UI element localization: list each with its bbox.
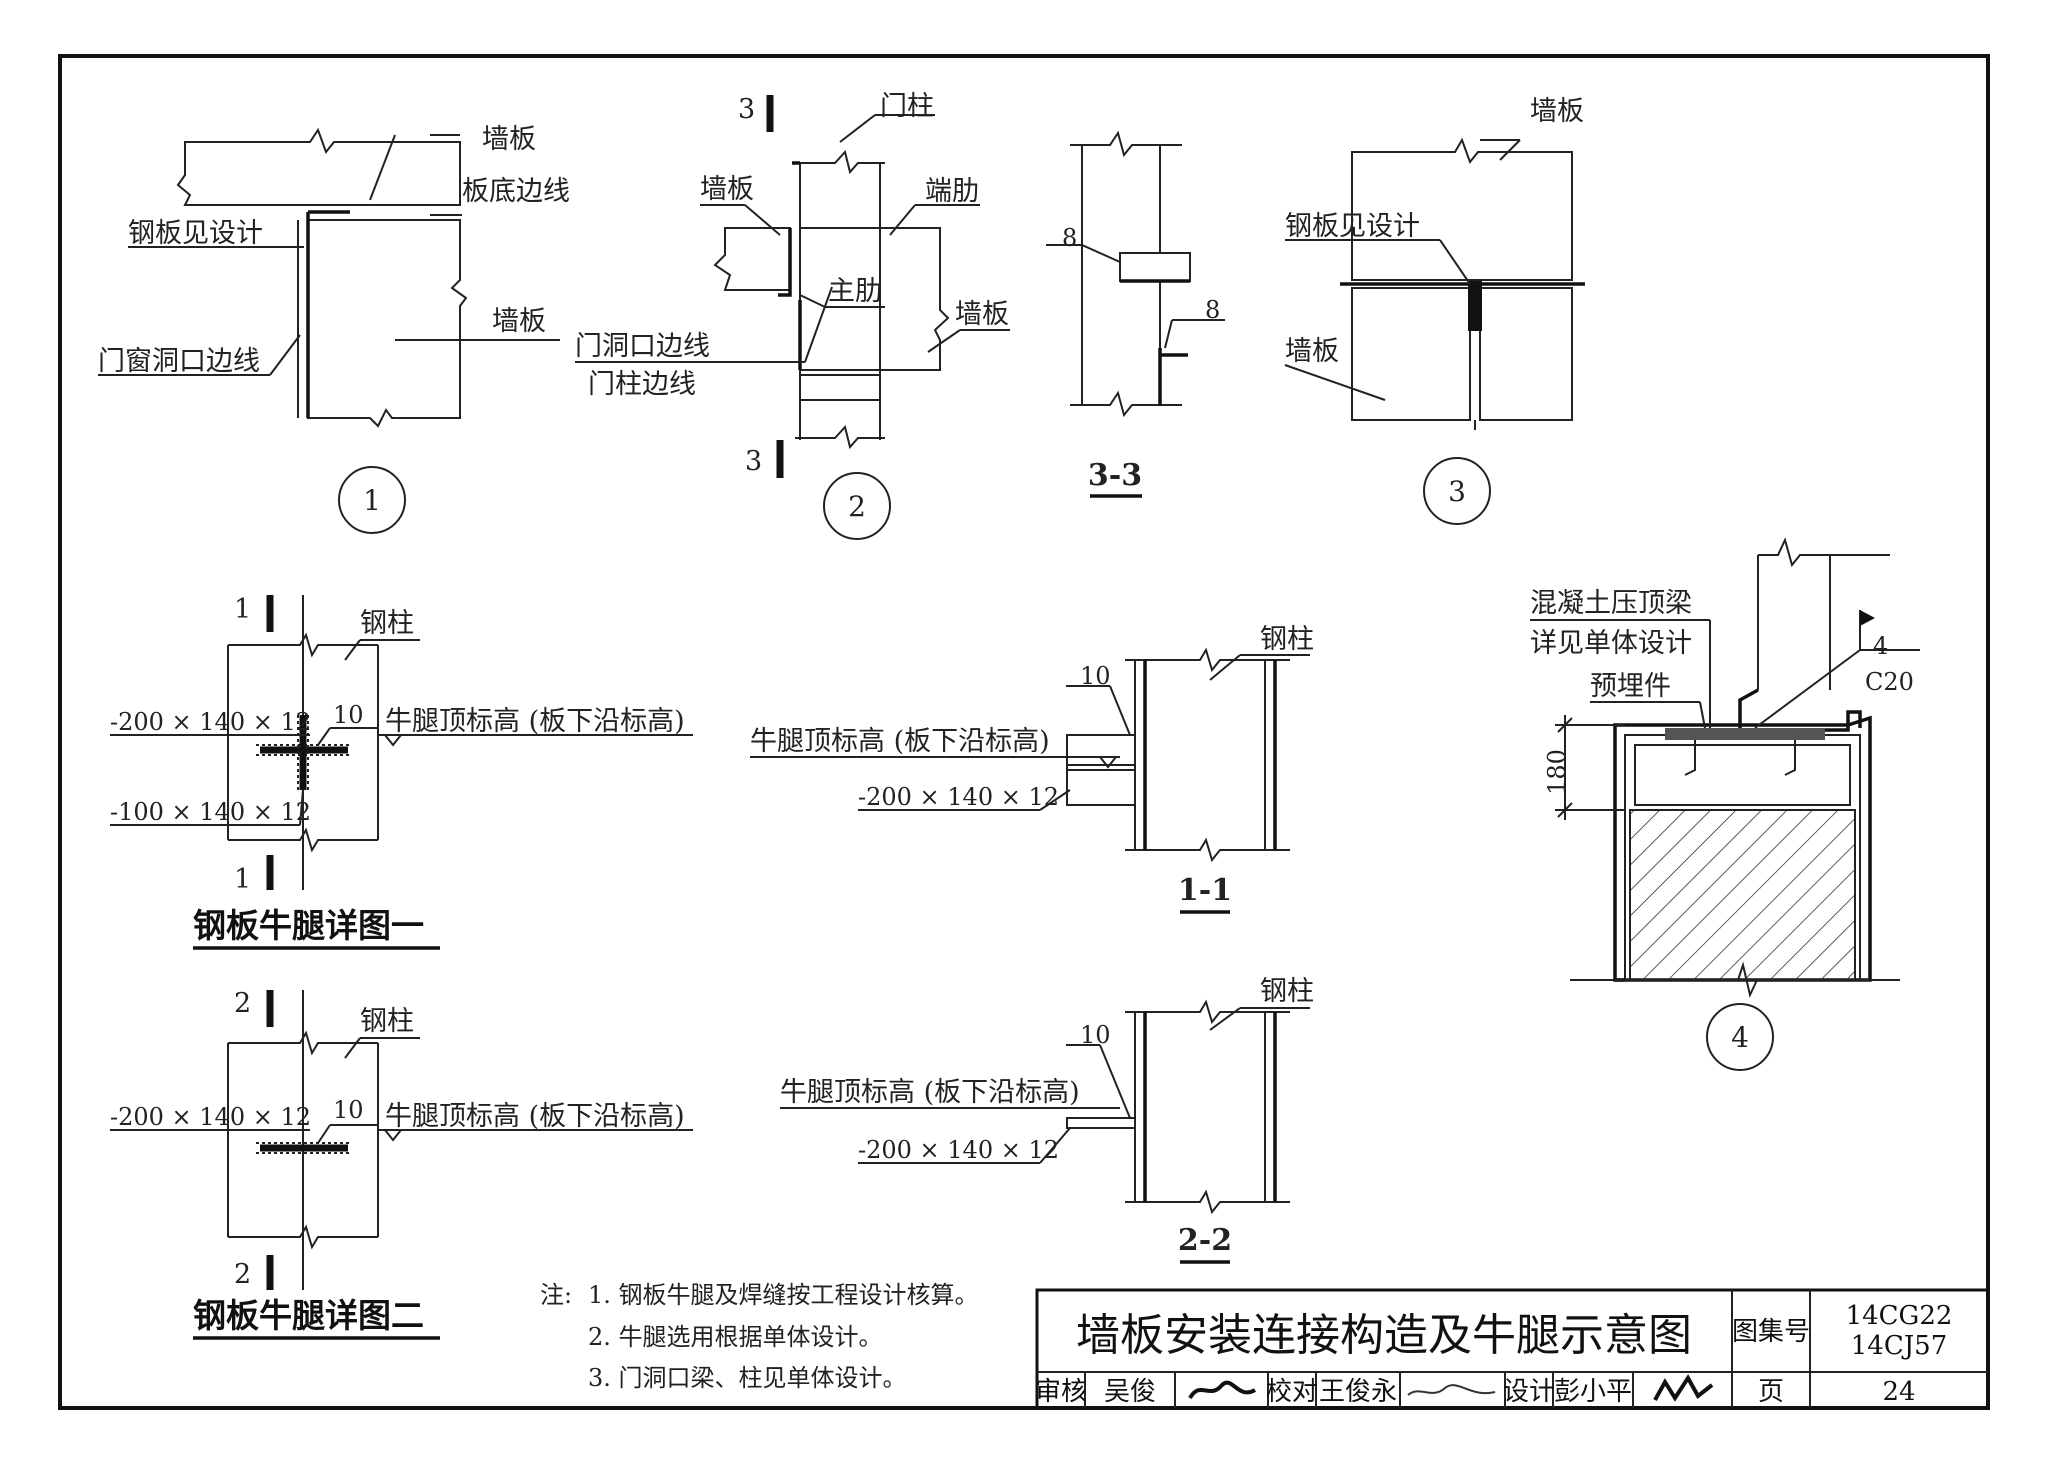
sheet-title: 墙板安装连接构造及牛腿示意图: [1076, 1310, 1692, 1361]
c2-title: 钢板牛腿详图二: [193, 1296, 424, 1335]
s22-title: 2-2: [1178, 1223, 1232, 1258]
s33-title: 3-3: [1088, 458, 1142, 493]
title-block: 墙板安装连接构造及牛腿示意图 图集号 14CG22 14CJ57 审核 吴俊 校…: [1035, 1288, 1990, 1410]
c1-elevation-label: 牛腿顶标高 (板下沿标高): [385, 706, 685, 737]
d2-section-mark-top: 3: [738, 94, 755, 125]
d2-wall-panel-left-label: 墙板: [700, 174, 754, 205]
d2-end-rib-label: 端肋: [925, 176, 979, 207]
d4-weld-size: 4: [1873, 632, 1888, 660]
d2-door-post-edge-label: 门柱边线: [588, 369, 696, 400]
d3-wall-panel-top-label: 墙板: [1530, 96, 1584, 127]
s11-plate-label: -200 × 140 × 12: [858, 783, 1059, 811]
d4-see-design-label: 详见单体设计: [1530, 628, 1692, 659]
d3-wall-panel-bottom-label: 墙板: [1285, 336, 1339, 367]
c1-section-mark-bottom: 1: [234, 864, 251, 895]
detail-4-number: 4: [1731, 1021, 1749, 1054]
d1-wall-panel-label: 墙板: [492, 306, 546, 337]
page-number: 24: [1882, 1377, 1915, 1407]
checker-signature: [1407, 1384, 1496, 1396]
c1-plate-a-label: -200 × 140 × 12: [110, 708, 311, 736]
page-label: 页: [1758, 1377, 1784, 1407]
corbel-detail-2: 2 2 钢柱 -200 × 140 × 12 10 牛腿顶标高 (板下沿标高) …: [110, 988, 693, 1340]
c2-section-mark-bottom: 2: [234, 1259, 251, 1290]
d3-steel-plate-label: 钢板见设计: [1285, 211, 1420, 242]
d4-height-dim: 180: [1543, 749, 1571, 795]
c1-weld-size: 10: [333, 701, 364, 729]
detail-1-marker: [338, 466, 406, 534]
detail-2-number: 2: [848, 490, 866, 523]
s11-elevation-label: 牛腿顶标高 (板下沿标高): [750, 726, 1050, 757]
s11-steel-column-label: 钢柱: [1260, 624, 1314, 655]
c2-steel-column-label: 钢柱: [360, 1006, 414, 1037]
s22-weld-size: 10: [1080, 1021, 1111, 1049]
s33-weld-size-2: 8: [1205, 296, 1220, 324]
reviewer-name: 吴俊: [1104, 1377, 1156, 1407]
section-3-3: 8 8 3-3: [1046, 130, 1225, 498]
sheet-border: [58, 54, 1990, 1410]
review-label: 审核: [1035, 1377, 1087, 1407]
d2-main-rib-label: 主肋: [828, 276, 882, 307]
s33-weld-size-1: 8: [1062, 224, 1077, 252]
c1-plate-b-label: -100 × 140 × 12: [110, 798, 311, 826]
s22-elevation-label: 牛腿顶标高 (板下沿标高): [780, 1077, 1080, 1108]
c1-steel-column-label: 钢柱: [360, 608, 414, 639]
detail-4-marker: [1706, 1003, 1774, 1071]
c1-title: 钢板牛腿详图一: [193, 906, 424, 945]
c2-plate-a-label: -200 × 140 × 12: [110, 1103, 311, 1131]
c2-elevation-label: 牛腿顶标高 (板下沿标高): [385, 1101, 685, 1132]
s11-title: 1-1: [1178, 873, 1232, 908]
d2-wall-panel-right-label: 墙板: [955, 299, 1009, 330]
detail-3: 墙板 钢板见设计 墙板 3: [1284, 96, 1585, 525]
detail-1: 墙板 板底边线 钢板见设计 门窗洞口边线 墙板 1: [98, 124, 570, 534]
d4-concrete-grade: C20: [1865, 668, 1914, 696]
note-2: 2. 牛腿选用根据单体设计。: [588, 1323, 883, 1351]
c2-weld-size: 10: [333, 1096, 364, 1124]
detail-2: 3 3 门柱 墙板 端肋 主肋 墙板 门洞口边线 门柱边线 2: [575, 91, 1010, 540]
d2-section-mark-bottom: 3: [745, 446, 762, 477]
d1-opening-edge-label: 门窗洞口边线: [98, 346, 260, 377]
note-3: 3. 门洞口梁、柱见单体设计。: [588, 1364, 907, 1392]
s11-weld-size: 10: [1080, 662, 1111, 690]
section-2-2: 钢柱 10 牛腿顶标高 (板下沿标高) -200 × 140 × 12 2-2: [780, 976, 1314, 1264]
d2-door-post-label: 门柱: [880, 91, 934, 122]
d1-wall-panel-top-label: 墙板: [482, 124, 536, 155]
detail-3-number: 3: [1448, 475, 1466, 508]
corbel-detail-1: 1 1 钢柱 -200 × 140 × 12 -100 × 140 × 12 1…: [110, 594, 693, 950]
d1-steel-plate-label: 钢板见设计: [128, 218, 263, 249]
notes: 注: 1. 钢板牛腿及焊缝按工程设计核算。 2. 牛腿选用根据单体设计。 3. …: [540, 1281, 979, 1392]
design-label: 设计: [1503, 1377, 1555, 1407]
atlas-no-1: 14CG22: [1846, 1301, 1953, 1331]
detail-1-number: 1: [363, 484, 381, 517]
c2-section-mark-top: 2: [234, 988, 251, 1019]
check-label: 校对: [1266, 1377, 1318, 1407]
note-1: 1. 钢板牛腿及焊缝按工程设计核算。: [588, 1281, 979, 1309]
d4-beam-label: 混凝土压顶梁: [1530, 588, 1692, 619]
detail-2-marker: [823, 472, 891, 540]
atlas-label: 图集号: [1732, 1317, 1810, 1347]
detail-4: 180 混凝土压顶梁 详见单体设计 预埋件 4 C20 4: [1530, 537, 1920, 1071]
section-1-1: 钢柱 10 牛腿顶标高 (板下沿标高) -200 × 140 × 12 1-1: [750, 624, 1314, 914]
d2-door-opening-edge-label: 门洞口边线: [575, 331, 710, 362]
atlas-no-2: 14CJ57: [1851, 1331, 1947, 1361]
reviewer-signature: [1188, 1380, 1257, 1400]
checker-name: 王俊永: [1319, 1377, 1397, 1407]
s22-plate-label: -200 × 140 × 12: [858, 1136, 1059, 1164]
designer-signature: [1653, 1374, 1714, 1402]
d4-embedded-label: 预埋件: [1590, 671, 1671, 702]
c1-section-mark-top: 1: [234, 594, 251, 625]
detail-3-marker: [1423, 457, 1491, 525]
notes-prefix: 注:: [540, 1281, 572, 1309]
d1-panel-bottom-edge-label: 板底边线: [462, 176, 570, 207]
designer-name: 彭小平: [1554, 1377, 1632, 1407]
s22-steel-column-label: 钢柱: [1260, 976, 1314, 1007]
